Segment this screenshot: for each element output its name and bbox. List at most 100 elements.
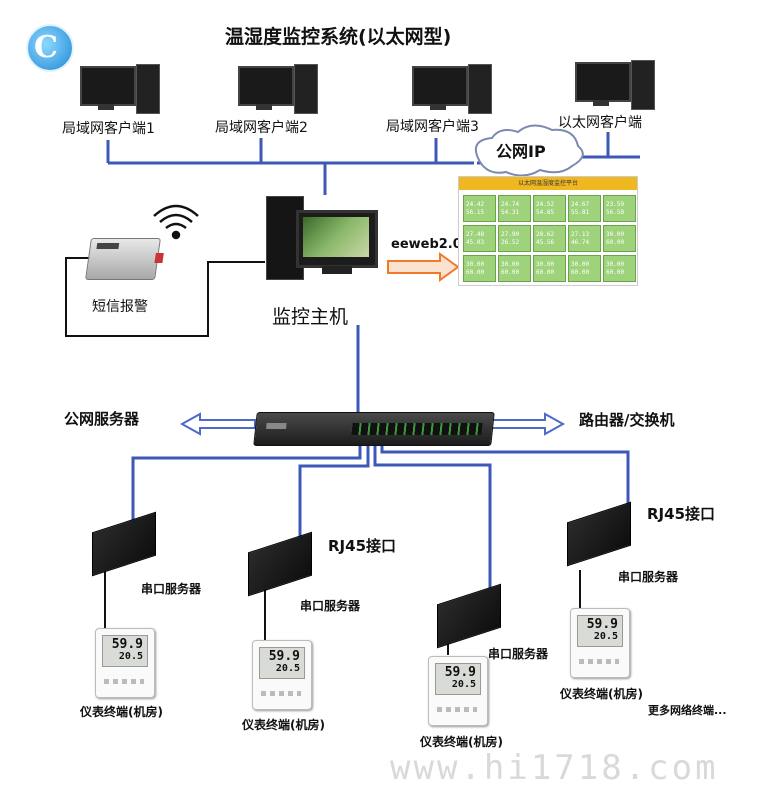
web-cell-temp: 23.59: [606, 201, 625, 208]
serial-server-2-label: 串口服务器: [300, 599, 361, 613]
web-cell-humidity: 45.03: [466, 239, 485, 246]
meter-reading-bottom: 20.5: [275, 663, 300, 674]
meter-1: 59.9 20.5: [95, 628, 155, 698]
web-cell-temp: 24.52: [536, 201, 555, 208]
sms-host-cable: [65, 257, 265, 337]
right-arrow-icon: [489, 412, 566, 436]
switch-serial4-line: [380, 440, 630, 515]
web-cell-temp: 27.13: [571, 231, 590, 238]
cloud-label: 公网IP: [496, 142, 546, 161]
cloud-icon: [474, 124, 584, 177]
switch-serial3-line: [373, 440, 492, 595]
rj45-label-1: RJ45接口: [328, 537, 397, 555]
meter-reading-top: 59.9: [444, 665, 476, 680]
web-platform-label: eeweb2.0: [391, 237, 462, 252]
web-cell-temp: 24.42: [466, 201, 485, 208]
meter-4-label: 仪表终端(机房): [560, 687, 643, 701]
meter-reading-bottom: 20.5: [593, 631, 618, 642]
web-cell-temp: 30.00: [501, 261, 520, 268]
meter-2: 59.9 20.5: [252, 640, 312, 710]
client-4-label: 以太网客户端: [558, 115, 642, 131]
web-cell-humidity: 60.00: [606, 239, 625, 246]
web-cell-humidity: 54.31: [501, 209, 520, 216]
web-cell-temp: 27.90: [501, 231, 520, 238]
web-cell-humidity: 45.56: [536, 239, 555, 246]
web-cell-humidity: 60.00: [536, 269, 555, 276]
client-1-label: 局域网客户端1: [62, 121, 155, 137]
meter-reading-top: 59.9: [111, 637, 143, 652]
public-server-label: 公网服务器: [64, 410, 140, 428]
web-cell-temp: 27.48: [466, 231, 485, 238]
web-cell-humidity: 60.00: [501, 269, 520, 276]
serial-server-3-label: 串口服务器: [488, 647, 549, 661]
serial-server-1-label: 串口服务器: [141, 582, 202, 596]
web-cell-temp: 30.00: [606, 231, 625, 238]
computer-icon: [238, 66, 294, 106]
web-cell-temp: 24.74: [501, 201, 520, 208]
web-cell-humidity: 55.81: [571, 209, 590, 216]
web-cell-temp: 28.62: [536, 231, 555, 238]
monitor-host-label: 监控主机: [272, 306, 349, 328]
web-cell-humidity: 54.85: [536, 209, 555, 216]
web-cell-humidity: 56.15: [466, 209, 485, 216]
meter-4: 59.9 20.5: [570, 608, 630, 678]
left-arrow-icon: [179, 412, 256, 436]
rj45-label-2: RJ45接口: [647, 505, 716, 523]
sms-modem-icon: [85, 238, 164, 280]
router-switch-label: 路由器/交换机: [579, 411, 675, 429]
web-cell-temp: 24.67: [571, 201, 590, 208]
host-computer-icon: [266, 192, 378, 282]
more-terminals-label: 更多网络终端...: [648, 704, 727, 717]
meter-reading-top: 59.9: [586, 617, 618, 632]
company-logo: C: [26, 24, 74, 72]
web-cell-humidity: 46.74: [571, 239, 590, 246]
web-cell-humidity: 26.52: [501, 239, 520, 246]
switch-serial1-line: [131, 440, 362, 525]
web-cell-humidity: 56.58: [606, 209, 625, 216]
meter-3-label: 仪表终端(机房): [420, 735, 503, 749]
web-cell-humidity: 60.00: [606, 269, 625, 276]
wireless-signal-icon: [153, 204, 199, 240]
meter-2-label: 仪表终端(机房): [242, 718, 325, 732]
web-cell-humidity: 60.00: [571, 269, 590, 276]
client-2-label: 局域网客户端2: [215, 120, 308, 136]
web-cell-temp: 30.00: [571, 261, 590, 268]
meter-3: 59.9 20.5: [428, 656, 488, 726]
network-switch-icon: [253, 412, 495, 446]
sms-alarm-label: 短信报警: [92, 299, 148, 315]
meter-reading-bottom: 20.5: [451, 679, 476, 690]
web-cell-humidity: 60.00: [466, 269, 485, 276]
web-panel-header: 以太网温湿度监控平台: [459, 177, 637, 190]
computer-icon: [575, 62, 631, 102]
client-3-label: 局域网客户端3: [386, 119, 479, 135]
diagram-title: 温湿度监控系统(以太网型): [225, 26, 452, 48]
computer-icon: [80, 66, 136, 106]
switch-serial2-line: [298, 440, 370, 545]
meter-1-label: 仪表终端(机房): [80, 705, 163, 719]
computer-icon: [412, 66, 468, 106]
web-cell-temp: 30.00: [606, 261, 625, 268]
watermark: www.hi1718.com: [390, 748, 719, 788]
orange-arrow-icon: [387, 252, 460, 282]
web-cell-temp: 30.00: [466, 261, 485, 268]
meter-reading-bottom: 20.5: [118, 651, 143, 662]
serial-server-4-label: 串口服务器: [618, 570, 679, 584]
meter-reading-top: 59.9: [268, 649, 300, 664]
